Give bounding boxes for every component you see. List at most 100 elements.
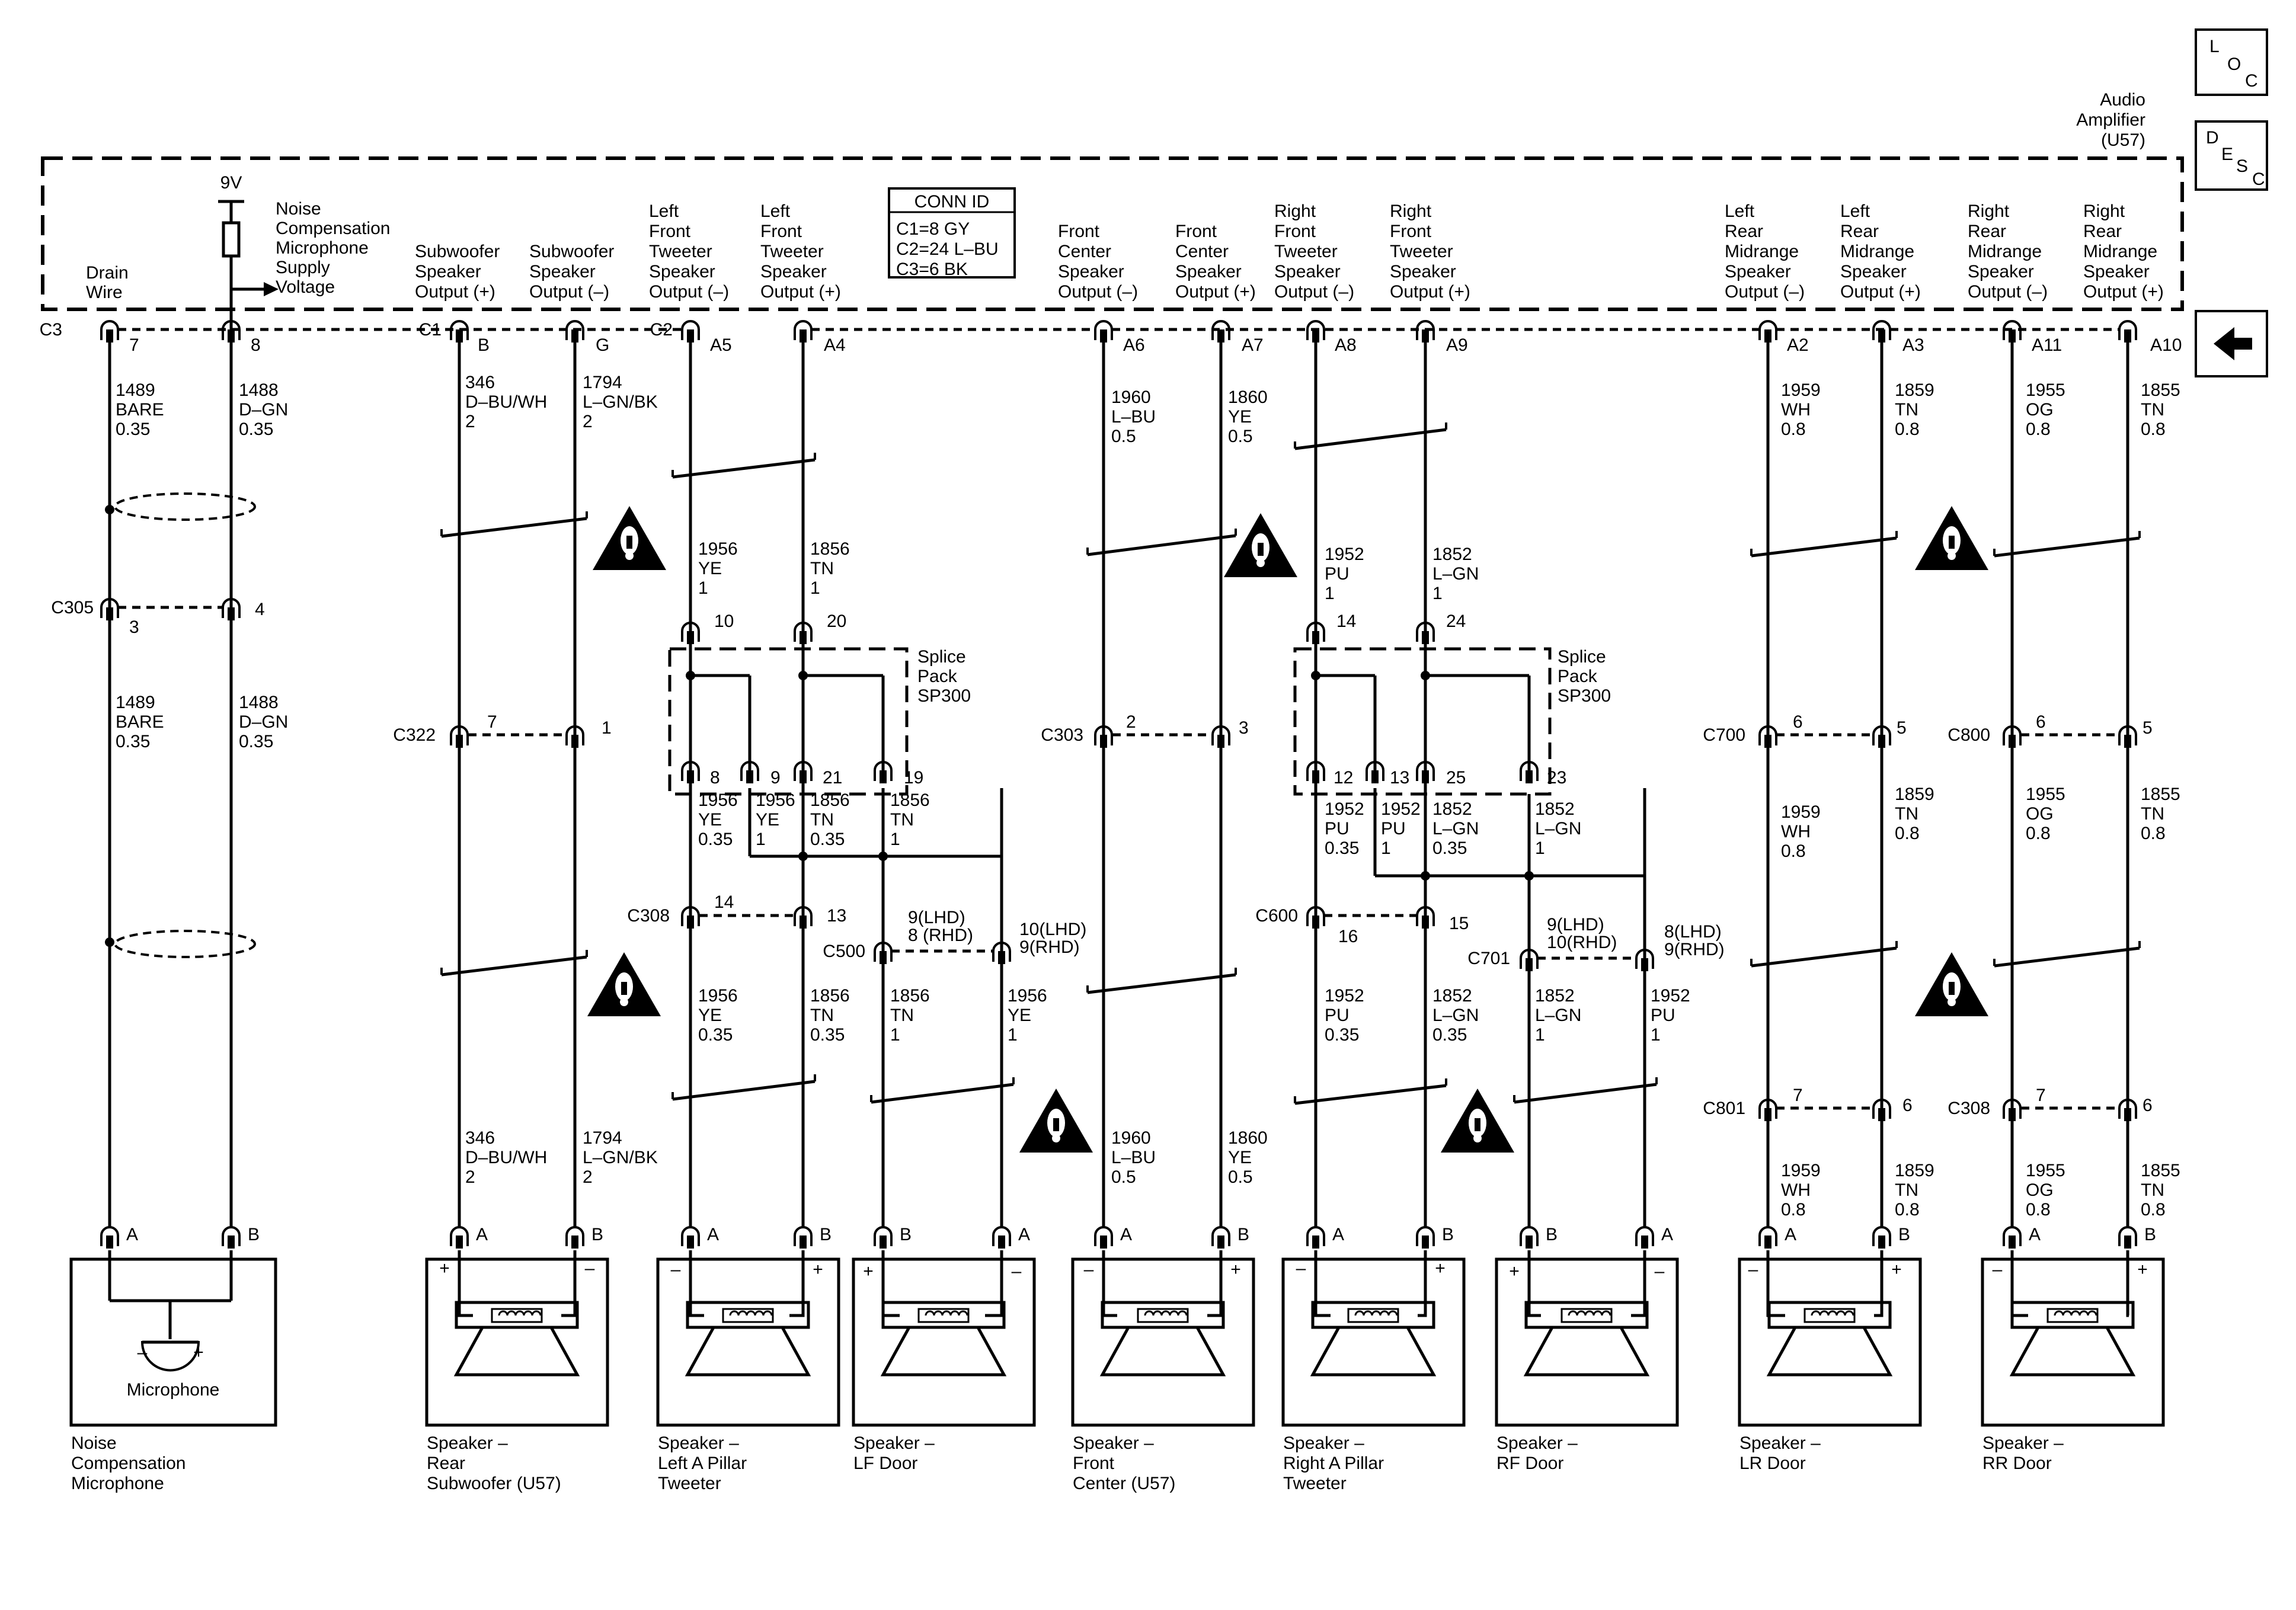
- polarity-mark: –: [1296, 1259, 1306, 1278]
- output-label: Speaker: [1968, 262, 2034, 281]
- output-label: Output (+): [1175, 282, 1256, 302]
- inline-pin: 8(LHD): [1664, 922, 1722, 942]
- wire-label: 0.8: [2026, 1200, 2051, 1219]
- inline-pin: 9(RHD): [1664, 940, 1725, 959]
- splice-pin: 25: [1446, 768, 1466, 788]
- splice-pack-label: SP300: [917, 686, 971, 706]
- output-label: Front: [760, 222, 802, 241]
- wire-label: 1855: [2141, 380, 2180, 400]
- wire-label: 0.5: [1228, 427, 1253, 446]
- wire-label: 1855: [2141, 785, 2180, 804]
- wire-label: YE: [698, 559, 722, 578]
- polarity-mark: +: [2137, 1260, 2148, 1279]
- output-label: Tweeter: [649, 242, 712, 261]
- wire-label: 1: [1008, 1025, 1018, 1045]
- amplifier-label: (U57): [2101, 130, 2145, 150]
- device-label: Right A Pillar: [1283, 1454, 1384, 1473]
- wire-label: 0.8: [1781, 1200, 1806, 1219]
- wire-label: 1952: [1381, 799, 1421, 819]
- wire-label: D–GN: [239, 712, 288, 732]
- output-label: Speaker: [2083, 262, 2150, 281]
- wire-label: 2: [465, 1167, 475, 1187]
- wire-label: YE: [756, 810, 779, 830]
- wire-label: 1856: [810, 539, 850, 559]
- wire-label: 1952: [1651, 986, 1690, 1006]
- wire-label: 346: [465, 373, 495, 392]
- drain-wire-label: Wire: [86, 283, 123, 302]
- device-label: Microphone: [71, 1474, 164, 1493]
- device-label: LR Door: [1739, 1454, 1806, 1473]
- output-label: Speaker: [1058, 262, 1124, 281]
- device-pin: B: [1237, 1225, 1249, 1244]
- wire-label: 1: [890, 830, 900, 849]
- amp-pin: A9: [1446, 335, 1468, 355]
- device-pin: B: [1546, 1225, 1558, 1244]
- device-pin: A: [476, 1225, 488, 1244]
- wire-label: WH: [1781, 400, 1811, 420]
- polarity-mark: –: [1012, 1262, 1022, 1281]
- microphone-label: Microphone: [127, 1380, 220, 1400]
- device-label: Speaker –: [1982, 1433, 2064, 1453]
- wire-label: WH: [1781, 1180, 1811, 1200]
- wire-label: TN: [890, 810, 914, 830]
- wire-label: OG: [2026, 804, 2054, 824]
- wire-label: 0.8: [2141, 824, 2166, 843]
- output-label: Output (+): [415, 282, 495, 302]
- wire-label: 1952: [1325, 545, 1364, 564]
- wire-label: 1852: [1535, 986, 1575, 1006]
- inline-pin: 5: [1897, 718, 1907, 738]
- wire-label: 2: [583, 1167, 593, 1187]
- loc-letter: O: [2227, 55, 2241, 74]
- device-label: Speaker –: [1496, 1433, 1578, 1453]
- wire-label: 1955: [2026, 785, 2065, 804]
- wire-label: 1852: [1432, 986, 1472, 1006]
- back-arrow-icon[interactable]: [2196, 311, 2267, 376]
- splice-pin: 12: [1334, 768, 1353, 788]
- device-pin: A: [2029, 1225, 2041, 1244]
- polarity-mark: –: [671, 1260, 681, 1279]
- wire-label: 1489: [116, 693, 155, 712]
- conn-id-entry: C2=24 L–BU: [896, 239, 999, 259]
- wire-label: 1: [890, 1025, 900, 1045]
- inline-pin: 14: [714, 892, 734, 912]
- splice-pin: 19: [904, 768, 923, 788]
- output-label: Front: [649, 222, 691, 241]
- wire-label: TN: [1895, 1180, 1918, 1200]
- supply-voltage: 9V: [220, 173, 242, 193]
- wire-label: TN: [2141, 804, 2164, 824]
- amp-pin: A7: [1242, 335, 1264, 355]
- wire-label: 1: [1535, 838, 1545, 858]
- wire-label: YE: [1228, 1148, 1252, 1167]
- device-label: Subwoofer (U57): [427, 1474, 561, 1493]
- wire-label: 1856: [810, 790, 850, 810]
- output-label: Left: [1725, 201, 1755, 221]
- wire-label: PU: [1325, 564, 1350, 584]
- wire-label: 0.8: [2141, 1200, 2166, 1219]
- wire-label: L–GN: [1432, 564, 1479, 584]
- wire-label: 1488: [239, 380, 279, 400]
- connector-name: C3: [40, 320, 62, 340]
- amp-pin: 7: [129, 335, 139, 355]
- inline-pin: 9(LHD): [908, 908, 965, 927]
- output-label: Output (–): [649, 282, 729, 302]
- wire-label: PU: [1651, 1006, 1675, 1025]
- splice-pin: 21: [823, 768, 842, 788]
- wire-label: 1859: [1895, 785, 1934, 804]
- wire-label: BARE: [116, 712, 164, 732]
- device-label: RF Door: [1496, 1454, 1563, 1473]
- wire-label: L–GN: [1432, 819, 1479, 838]
- polarity-mark: +: [193, 1343, 204, 1362]
- amp-pin: A6: [1123, 335, 1145, 355]
- device-pin: A: [707, 1225, 719, 1244]
- inline-pin: 3: [1239, 718, 1249, 738]
- polarity-mark: –: [1084, 1260, 1094, 1279]
- wire-label: YE: [1008, 1006, 1031, 1025]
- wire-label: D–BU/WH: [465, 1148, 547, 1167]
- supply-label: Noise: [276, 199, 321, 219]
- device-label: Tweeter: [658, 1474, 721, 1493]
- output-label: Speaker: [760, 262, 827, 281]
- inline-pin: 6: [2036, 712, 2046, 732]
- wire-label: TN: [2141, 1180, 2164, 1200]
- splice-pack-label: Splice: [917, 647, 966, 667]
